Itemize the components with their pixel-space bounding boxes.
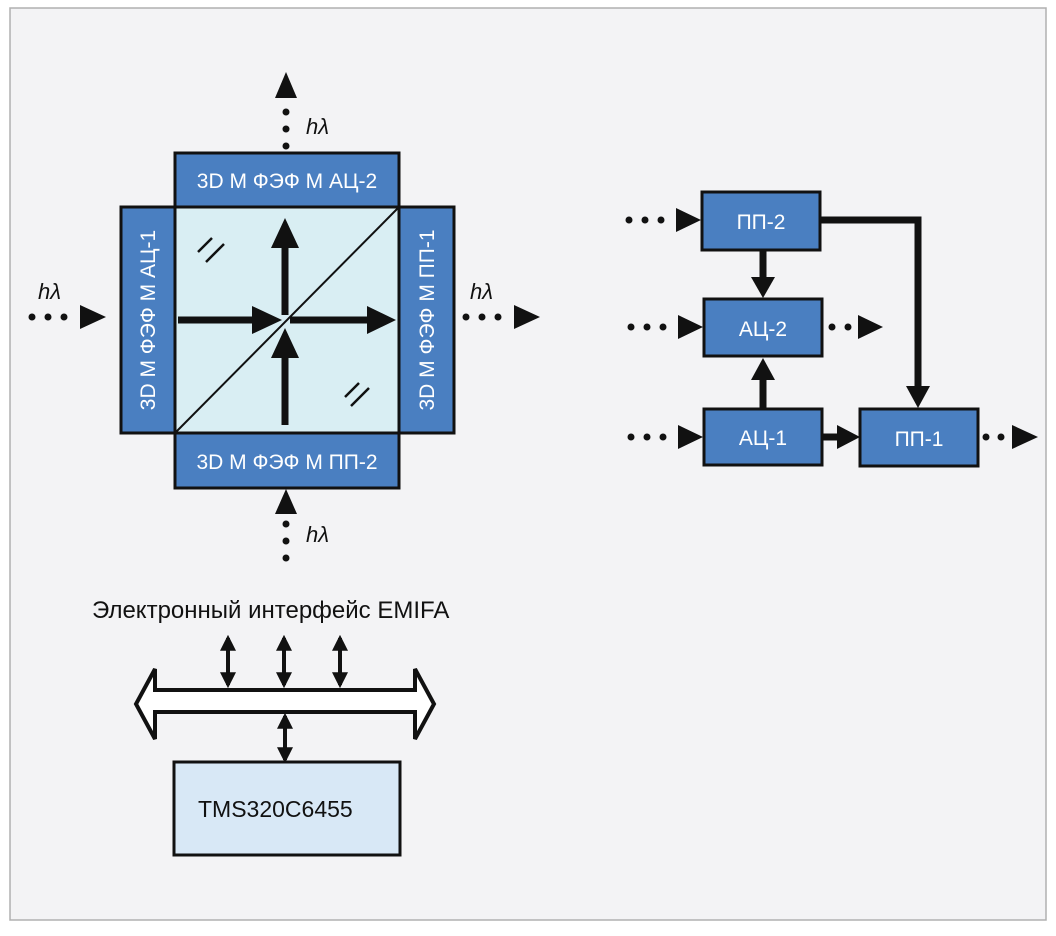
output-ac2 [828, 315, 883, 339]
splitter-diagonal [174, 206, 400, 434]
interface-section: Электронный интерфейс EMIFA TMS320C6455 [92, 597, 449, 857]
input-ac1 [627, 425, 703, 449]
box-ac1-label: АЦ-1 [739, 427, 787, 450]
photon-label-bottom: hλ [306, 522, 329, 547]
internal-arrows [178, 218, 396, 425]
optical-module: 3D М ФЭФ М АЦ-2 3D М ФЭФ М ПП-2 3D М ФЭФ… [28, 72, 540, 562]
bus-connectors [220, 634, 348, 764]
photon-arrow-top [275, 72, 297, 150]
block-top-label: 3D М ФЭФ М АЦ-2 [197, 170, 377, 193]
box-pp1-label: ПП-1 [895, 428, 944, 451]
block-left-label: 3D М ФЭФ М АЦ-1 [137, 230, 160, 410]
block-bottom-label: 3D М ФЭФ М ПП-2 [196, 451, 377, 474]
output-pp1 [982, 425, 1038, 449]
photon-label-right: hλ [470, 279, 493, 304]
block-right-label: 3D М ФЭФ М ПП-1 [416, 229, 439, 410]
box-pp2 [700, 190, 822, 252]
box-pp1 [858, 407, 980, 468]
block-bottom-pp2 [173, 431, 401, 490]
photon-arrow-bottom [275, 489, 297, 562]
block-diagram: ПП-2 АЦ-2 АЦ-1 ПП-1 [625, 190, 1038, 468]
photon-arrow-right [462, 305, 540, 329]
photon-label-top: hλ [306, 114, 329, 139]
block-left-ac1 [119, 205, 177, 435]
box-ac1 [702, 407, 824, 467]
block-right-pp1 [397, 205, 456, 435]
connection-lines [751, 216, 930, 449]
hatch-marks [197, 237, 370, 407]
photon-arrow-left [28, 305, 106, 329]
processor-box [172, 760, 402, 857]
box-ac2-label: АЦ-2 [739, 318, 787, 341]
block-top-ac2 [173, 151, 401, 209]
processor-label: TMS320C6455 [198, 796, 353, 822]
box-pp2-label: ПП-2 [737, 211, 786, 234]
emifa-bus [133, 668, 437, 740]
box-ac2 [702, 297, 824, 358]
interface-title: Электронный интерфейс EMIFA [92, 597, 449, 624]
input-ac2 [627, 315, 703, 339]
input-pp2 [625, 208, 701, 232]
photon-label-left: hλ [38, 279, 61, 304]
